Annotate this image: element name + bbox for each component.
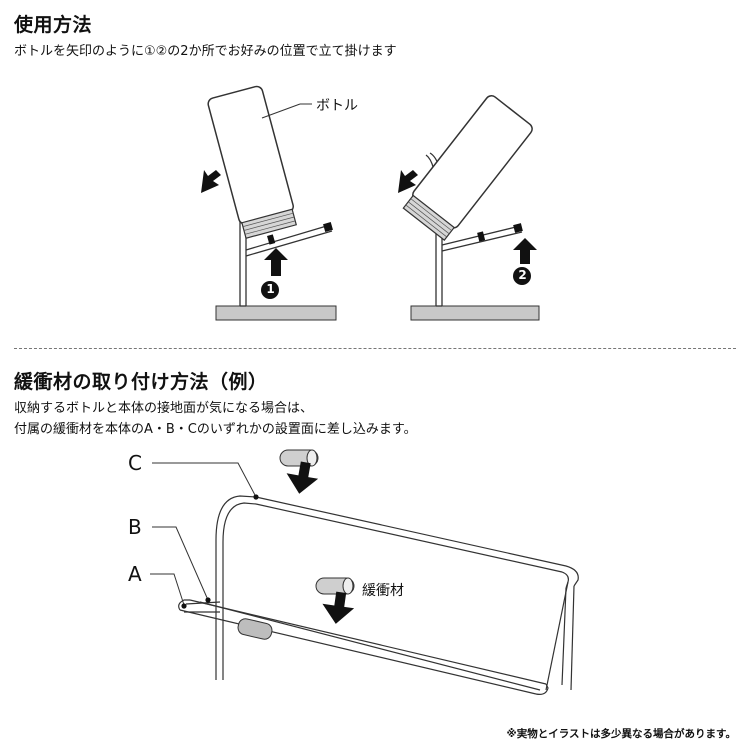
arrow-down-middle-icon <box>322 591 355 624</box>
label-b: B <box>128 515 142 539</box>
cushion-top-icon <box>279 449 319 467</box>
step-1-number: 1 <box>266 282 275 296</box>
cushion-on-rail <box>237 618 273 640</box>
section1-description: ボトルを矢印のように①②の2か所でお好みの位置で立て掛けます <box>14 44 397 59</box>
rack-illustration <box>178 495 579 695</box>
arrow-upper-icon <box>201 170 221 193</box>
section1-title: 使用方法 <box>14 14 93 36</box>
bottle-label: ボトル <box>316 98 358 114</box>
bottle-figure-2 <box>402 95 533 241</box>
step-2-number: 2 <box>518 268 527 282</box>
section2-line1: 収納するボトルと本体の接地面が気になる場合は、 <box>14 401 314 416</box>
arrow-up-icon <box>264 248 288 276</box>
disclaimer-note: ※実物とイラストは多少異なる場合があります。 <box>506 728 736 740</box>
bottle-figure-1 <box>207 85 298 239</box>
stand-figure-1 <box>215 149 337 321</box>
step-2-badge <box>513 267 531 285</box>
cushion-middle-icon <box>315 577 355 595</box>
leader-lines <box>150 462 257 606</box>
section2-title: 緩衝材の取り付け方法（例） <box>14 371 268 393</box>
arrow-up-icon-2 <box>513 238 537 264</box>
label-c: C <box>128 451 142 475</box>
step-1-badge <box>261 281 279 299</box>
arrow-upper-icon-2 <box>398 170 418 193</box>
section2-line2: 付属の緩衝材を本体のA・B・Cのいずれかの設置面に差し込みます。 <box>14 422 417 437</box>
cushion-label: 緩衝材 <box>362 583 404 599</box>
label-a: A <box>128 562 142 586</box>
arrow-down-top-icon <box>286 461 319 494</box>
section-divider <box>14 348 736 349</box>
